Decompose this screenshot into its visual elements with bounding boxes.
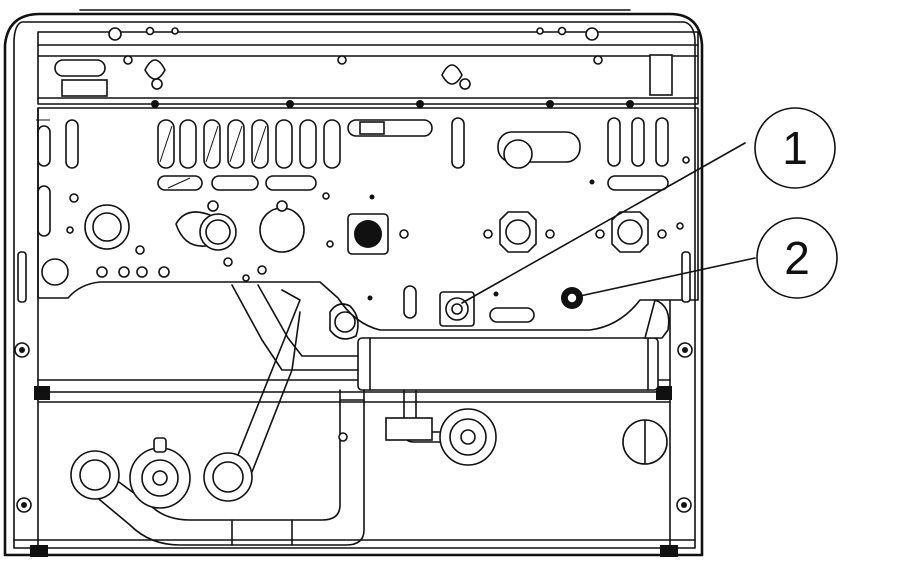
vent-slots [157,119,341,169]
center-fitting [347,213,409,255]
cable-grommet [561,287,583,309]
right-valves [483,211,667,253]
manifold-pipe [329,298,670,391]
callout-1-number: 1 [782,122,808,174]
bottom-fittings [70,437,253,509]
callout-2-number: 2 [784,232,810,284]
callout-1: 1 [461,107,836,304]
lower-frame [13,107,696,549]
left-fitting [84,200,305,267]
callout-2: 2 [579,217,838,299]
casing-outline [3,9,704,557]
pipework [87,284,497,546]
side-brackets [14,251,693,557]
top-mounting-bracket [37,26,699,108]
connection-plate [36,107,699,331]
relief-valve [403,285,535,327]
